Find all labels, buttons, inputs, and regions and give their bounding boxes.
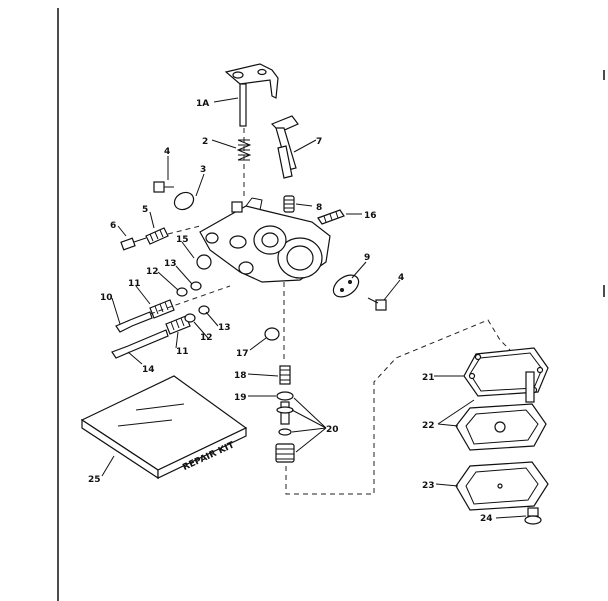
- label-11-lower: 11: [176, 347, 189, 357]
- part-21-gasket: [463, 347, 549, 397]
- label-25: 25: [88, 475, 101, 485]
- part-18-spring: [279, 365, 291, 385]
- label-20: 20: [326, 425, 339, 435]
- part-16-needle: [317, 209, 345, 225]
- label-23: 23: [422, 481, 435, 491]
- label-7: 7: [316, 137, 322, 147]
- part-10-needle: [115, 311, 153, 333]
- label-12-lower: 12: [200, 333, 213, 343]
- label-5: 5: [142, 205, 148, 215]
- part-13-washer-upper: [190, 281, 202, 291]
- part-13-washer-lower: [198, 305, 210, 315]
- label-13-lower: 13: [218, 323, 231, 333]
- label-4-top: 4: [164, 147, 170, 157]
- part-1a-throttle-bracket: [224, 63, 279, 127]
- part-11-spring-lower: [165, 315, 191, 335]
- label-9: 9: [364, 253, 370, 263]
- leader-lines: [101, 97, 527, 519]
- part-9-choke-plate: [332, 274, 360, 298]
- label-8: 8: [316, 203, 322, 213]
- carburetor-body: [199, 197, 331, 283]
- label-22: 22: [422, 421, 435, 431]
- label-6: 6: [110, 221, 116, 231]
- part-3-throttle-plate: [173, 191, 195, 211]
- part-5-spring: [145, 227, 169, 245]
- part-11-spring-upper: [149, 299, 175, 319]
- part-7-choke-shaft: [270, 115, 299, 179]
- label-1a: 1A: [196, 99, 209, 109]
- part-14-needle: [111, 329, 169, 359]
- part-20-seat-assembly: [275, 401, 295, 463]
- label-10: 10: [100, 293, 113, 303]
- part-22-diaphragm: [455, 371, 547, 451]
- part-12-washer-upper: [176, 287, 188, 297]
- part-24-screw: [524, 507, 542, 525]
- label-16: 16: [364, 211, 377, 221]
- label-18: 18: [234, 371, 247, 381]
- part-17-plug: [264, 327, 280, 341]
- part-8-spring: [283, 195, 295, 213]
- dashed-line-needles: [149, 285, 231, 315]
- part-15-plug: [196, 254, 212, 270]
- label-21: 21: [422, 373, 435, 383]
- label-4-right: 4: [398, 273, 404, 283]
- dashed-line-kit: [285, 319, 511, 495]
- part-23-cover: [455, 461, 549, 511]
- dashed-line-left-screw: [167, 225, 201, 235]
- label-3: 3: [200, 165, 206, 175]
- label-15: 15: [176, 235, 189, 245]
- part-6-screw: [120, 237, 147, 251]
- part-12-washer-lower: [184, 313, 196, 323]
- label-12-upper: 12: [146, 267, 159, 277]
- part-4-screw-right: [367, 297, 387, 311]
- part-4-screw-top: [153, 181, 174, 193]
- label-19: 19: [234, 393, 247, 403]
- label-24: 24: [480, 514, 493, 524]
- label-13-upper: 13: [164, 259, 177, 269]
- part-25-repair-kit-box: REPAIR KIT: [80, 375, 248, 480]
- part-19-washer: [276, 391, 294, 401]
- label-17: 17: [236, 349, 249, 359]
- label-14: 14: [142, 365, 155, 375]
- label-11-upper: 11: [128, 279, 141, 289]
- label-2: 2: [202, 137, 208, 147]
